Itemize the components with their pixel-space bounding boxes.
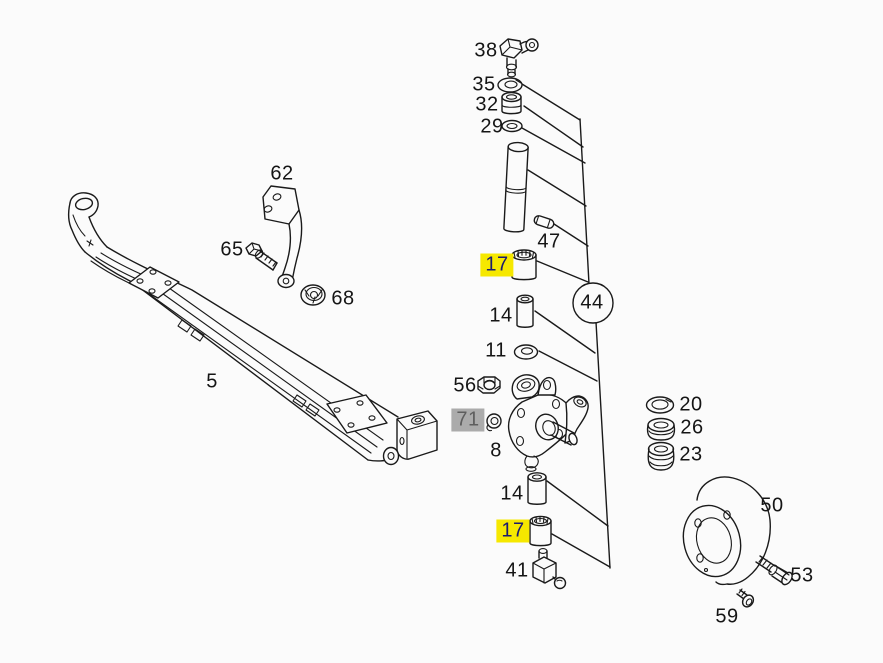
part-label-53[interactable]: 53	[790, 564, 814, 587]
part-label-32[interactable]: 32	[475, 93, 499, 116]
part-17-upper-bushing-drawing	[511, 249, 537, 281]
part-label-8[interactable]: 8	[490, 439, 502, 462]
part-label-26[interactable]: 26	[680, 416, 704, 439]
part-label-56[interactable]: 56	[453, 374, 477, 397]
part-label-71-highlighted[interactable]: 71	[451, 408, 485, 432]
part-32-bushing-drawing	[501, 91, 522, 115]
part-label-14-lower[interactable]: 14	[500, 482, 524, 505]
leader-lines	[521, 83, 611, 569]
part-50-splash-shield-drawing	[682, 476, 771, 586]
part-label-29[interactable]: 29	[480, 115, 504, 138]
part-11-washer-drawing	[513, 344, 539, 360]
part-label-23[interactable]: 23	[679, 443, 703, 466]
part-26-seal-drawing	[646, 417, 676, 441]
part-29-washer-drawing	[501, 119, 523, 133]
part-label-17-lower-highlighted[interactable]: 17	[496, 519, 530, 543]
part-65-bolt-drawing	[245, 242, 278, 271]
part-14-lower-bushing-drawing	[527, 472, 547, 505]
part-17-lower-bushing-drawing	[529, 515, 552, 547]
part-label-17-upper-highlighted[interactable]: 17	[480, 253, 514, 277]
part-62-bracket-drawing	[262, 185, 303, 289]
part-14-upper-bushing-drawing	[516, 294, 534, 328]
part-5-crossmember-drawing	[67, 192, 438, 466]
part-label-14-upper[interactable]: 14	[489, 304, 513, 327]
part-59-bolt-drawing	[736, 588, 755, 608]
part-label-20[interactable]: 20	[679, 393, 703, 416]
part-20-seal-ring-drawing	[645, 396, 675, 414]
part-71-grommet-drawing	[486, 413, 502, 432]
callout-44-circle[interactable]	[572, 282, 614, 324]
part-label-59[interactable]: 59	[715, 605, 739, 628]
part-label-65[interactable]: 65	[220, 238, 244, 261]
part-label-44-callout[interactable]: 44	[580, 291, 604, 314]
part-label-11[interactable]: 11	[485, 339, 507, 362]
part-8-steering-knuckle-drawing	[507, 374, 589, 472]
part-label-5[interactable]: 5	[206, 370, 218, 393]
part-label-50[interactable]: 50	[760, 494, 784, 517]
part-label-35[interactable]: 35	[472, 73, 496, 96]
part-68-nut-drawing	[300, 284, 326, 306]
part-label-62[interactable]: 62	[270, 162, 294, 185]
part-23-boot-drawing	[647, 441, 675, 471]
part-53-bolt-drawing	[755, 555, 793, 586]
part-41-fitting-drawing	[532, 548, 567, 590]
part-56-nut-drawing	[477, 376, 501, 394]
part-label-47[interactable]: 47	[537, 230, 561, 253]
part-35-lock-washer-drawing	[497, 77, 523, 93]
part-label-41[interactable]: 41	[505, 559, 529, 582]
part-47-pin-drawing	[533, 215, 555, 229]
part-label-68[interactable]: 68	[331, 287, 355, 310]
part-label-38[interactable]: 38	[474, 39, 498, 62]
kingpin-cylinder-drawing	[503, 141, 529, 233]
part-38-grease-nipple-drawing	[499, 38, 539, 78]
